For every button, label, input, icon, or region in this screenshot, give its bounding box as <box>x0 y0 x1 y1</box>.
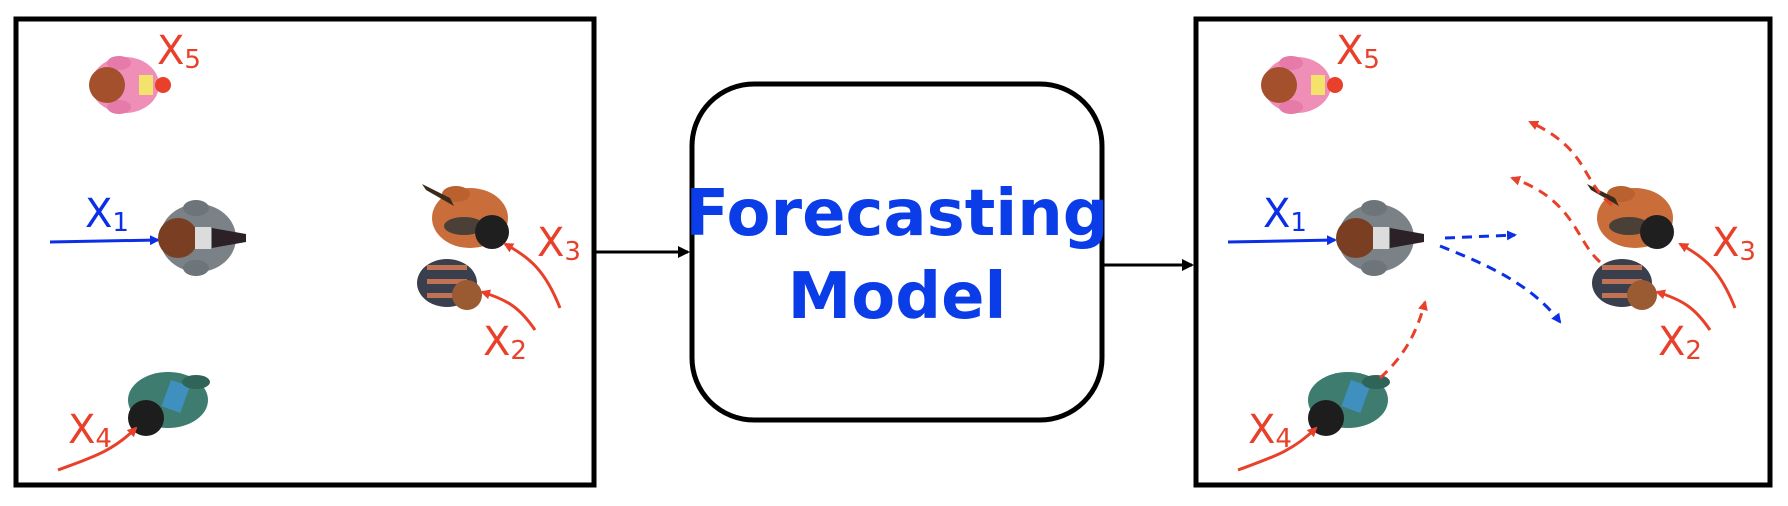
pedestrian-x1 <box>158 200 246 276</box>
pedestrian-x2-forecast <box>1592 259 1657 310</box>
label-x4: X4 <box>68 407 112 454</box>
label-x5-forecast: X5 <box>1336 28 1380 75</box>
x1-predicted-trajectory-a <box>1444 230 1517 241</box>
pedestrian-x3-forecast <box>1587 184 1674 249</box>
label-x1: X1 <box>85 191 129 238</box>
label-x1-forecast: X1 <box>1263 191 1307 238</box>
forecast-scene-frame <box>1193 16 1773 488</box>
pedestrian-x2 <box>417 259 482 310</box>
x4-predicted-trajectory <box>1378 300 1428 380</box>
pedestrian-x1-forecast <box>1336 200 1424 276</box>
x1-history-trajectory <box>49 235 160 246</box>
x2-history-trajectory-forecast <box>1655 289 1712 331</box>
pedestrian-x3 <box>422 184 509 249</box>
pedestrian-x4 <box>128 372 210 436</box>
label-x2: X2 <box>483 319 527 366</box>
input-scene-frame <box>13 16 597 488</box>
label-x5: X5 <box>157 28 201 75</box>
x1-predicted-trajectory-b <box>1439 244 1562 324</box>
pedestrian-x5-forecast <box>1261 56 1343 114</box>
x2-predicted-trajectory <box>1510 175 1601 264</box>
x3-history-trajectory-forecast <box>1678 242 1737 309</box>
x3-history-trajectory <box>503 242 562 309</box>
label-x2-forecast: X2 <box>1658 319 1702 366</box>
model-title-line1: Forecasting <box>685 177 1108 251</box>
x2-history-trajectory <box>480 289 537 331</box>
x4-history-trajectory-forecast <box>1237 426 1318 472</box>
x4-history-trajectory <box>57 426 138 472</box>
label-x3-forecast: X3 <box>1712 220 1756 267</box>
label-x3: X3 <box>537 220 581 267</box>
forecasting-model-box <box>689 81 1105 423</box>
x1-history-trajectory-forecast <box>1227 235 1337 246</box>
model-title-line2: Model <box>788 260 1007 334</box>
pedestrian-x4-forecast <box>1308 372 1390 436</box>
label-x4-forecast: X4 <box>1248 407 1292 454</box>
